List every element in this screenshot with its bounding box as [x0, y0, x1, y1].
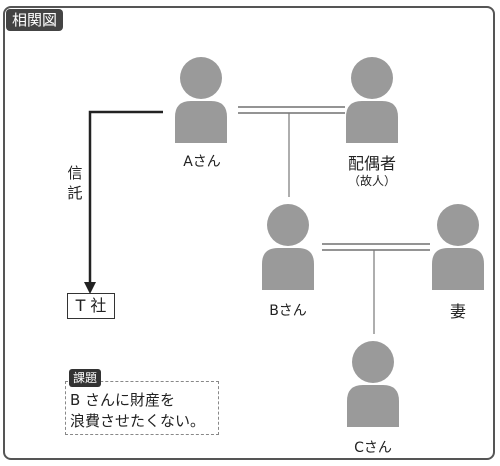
spouse-note: （故人）: [347, 174, 396, 188]
trust-arrow: [88, 110, 163, 284]
task-line-1: B さんに財産を: [70, 391, 176, 409]
spouse-icon: [346, 57, 398, 143]
trust-label-1: 信: [67, 164, 83, 182]
spouse-label: 配偶者: [347, 154, 396, 173]
company-box: T 社: [67, 293, 115, 319]
diagram-title: 相関図: [6, 9, 64, 31]
person-b-label: Bさん: [269, 303, 307, 319]
task-box: [65, 381, 219, 435]
task-line-2: 浪費させたくない。: [70, 412, 206, 430]
person-b-icon: [262, 204, 314, 290]
wife-label: 妻: [449, 302, 466, 321]
diagram-frame: [3, 6, 495, 460]
trust-arrowhead: [84, 282, 96, 294]
wife-icon: [432, 204, 484, 290]
task-tag: 課題: [69, 369, 102, 387]
person-c-icon: [347, 341, 399, 427]
person-c-label: Cさん: [354, 440, 392, 456]
person-a-label: Aさん: [183, 154, 221, 170]
trust-label-2: 託: [67, 184, 83, 202]
person-a-icon: [175, 57, 227, 143]
